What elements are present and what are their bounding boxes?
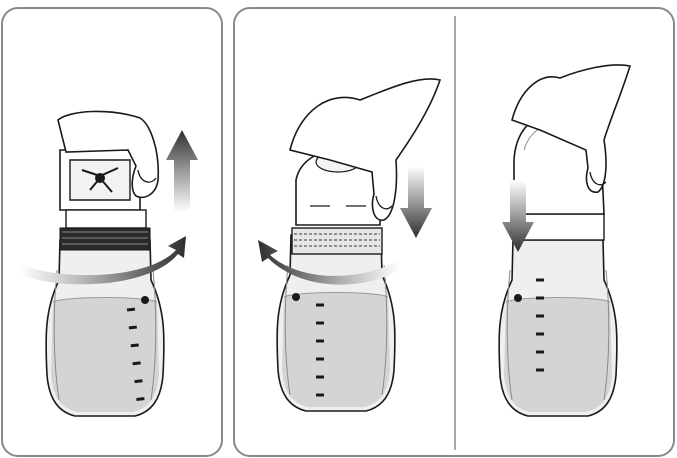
bottle-icon bbox=[277, 235, 395, 411]
press-arrow-icon bbox=[400, 166, 432, 238]
collar bbox=[292, 228, 382, 254]
bottle-icon bbox=[499, 240, 617, 416]
bottle-icon bbox=[46, 240, 164, 416]
collar bbox=[60, 228, 150, 250]
panel-1 bbox=[20, 111, 198, 416]
lift-arrow-icon bbox=[166, 130, 198, 212]
panel-3 bbox=[499, 65, 630, 416]
panel-2 bbox=[258, 79, 440, 411]
